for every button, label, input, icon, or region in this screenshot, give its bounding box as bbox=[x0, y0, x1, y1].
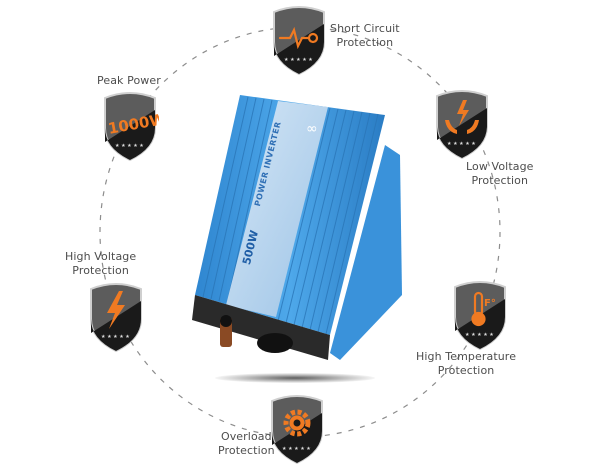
label-low-voltage: Low Voltage Protection bbox=[466, 160, 534, 187]
svg-text:★ ★ ★ ★ ★: ★ ★ ★ ★ ★ bbox=[447, 141, 476, 147]
inverter-illustration: ∞ bbox=[192, 95, 402, 360]
label-peak-power: Peak Power bbox=[97, 74, 161, 87]
power-inverter-image: ∞ POWER INVERTER 500W bbox=[180, 85, 420, 375]
label-high-voltage: High Voltage Protection bbox=[65, 250, 137, 277]
lightning-bolt-icon bbox=[107, 291, 125, 329]
hands-lightning-icon bbox=[445, 100, 479, 134]
shield-low-voltage: ★ ★ ★ ★ ★ bbox=[433, 88, 491, 160]
shield-high-temperature: F° ★ ★ ★ ★ ★ bbox=[451, 279, 509, 351]
svg-text:★ ★ ★ ★ ★: ★ ★ ★ ★ ★ bbox=[282, 446, 311, 452]
product-shadow bbox=[215, 373, 375, 383]
label-short-circuit: Short Circuit Protection bbox=[330, 22, 400, 49]
label-high-temperature: High Temperature Protection bbox=[416, 350, 517, 377]
svg-text:★ ★ ★ ★ ★: ★ ★ ★ ★ ★ bbox=[101, 334, 130, 340]
label-overload: Overload Protection bbox=[218, 430, 275, 457]
pulse-wave-icon bbox=[278, 26, 319, 50]
shield-short-circuit: ★ ★ ★ ★ ★ bbox=[270, 4, 328, 76]
svg-text:★ ★ ★ ★ ★: ★ ★ ★ ★ ★ bbox=[115, 143, 144, 149]
svg-text:★ ★ ★ ★ ★: ★ ★ ★ ★ ★ bbox=[284, 57, 313, 63]
svg-text:F°: F° bbox=[484, 298, 496, 309]
shield-high-voltage: ★ ★ ★ ★ ★ bbox=[87, 281, 145, 353]
sine-wave-icon: ∞ bbox=[306, 121, 318, 137]
thermometer-fahrenheit-icon bbox=[471, 291, 486, 327]
shield-peak-power: 1000W ★ ★ ★ ★ ★ bbox=[101, 90, 159, 162]
gear-icon bbox=[283, 409, 311, 437]
svg-text:★ ★ ★ ★ ★: ★ ★ ★ ★ ★ bbox=[465, 332, 494, 338]
shield-overload: ★ ★ ★ ★ ★ bbox=[268, 393, 326, 465]
